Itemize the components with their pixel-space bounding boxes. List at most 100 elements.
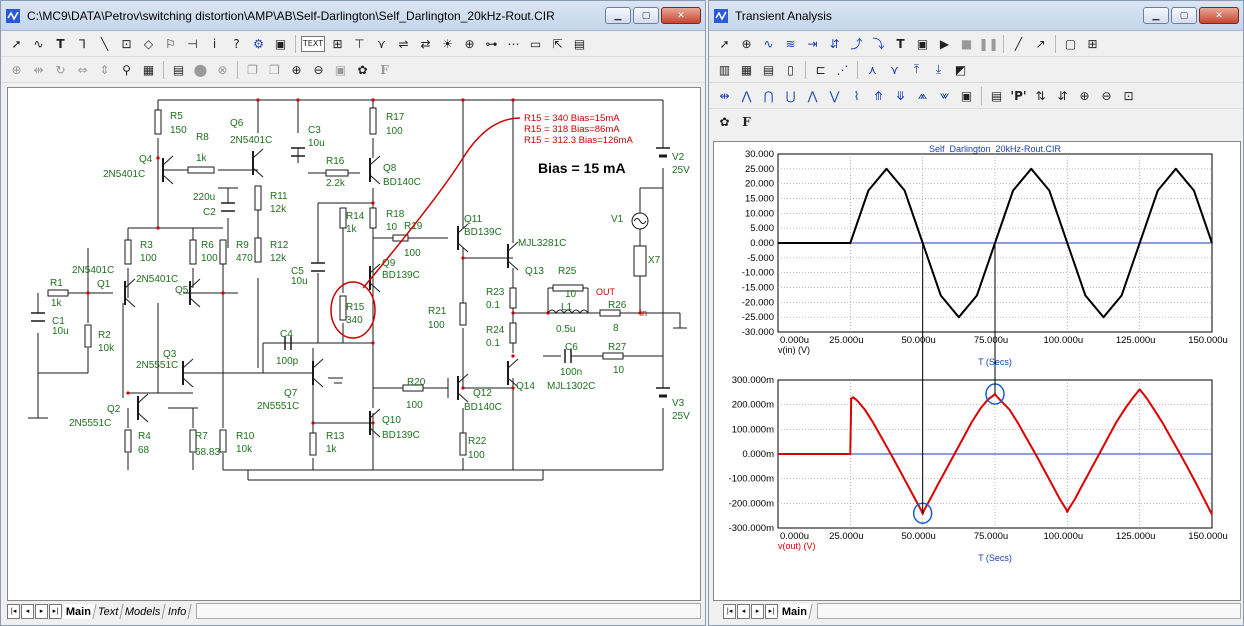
grid-major-icon[interactable]: ▤ bbox=[762, 62, 775, 77]
pause-icon[interactable]: ❚❚ bbox=[978, 36, 999, 51]
grid-minor-icon[interactable]: ▦ bbox=[740, 62, 753, 77]
next-page-icon[interactable]: ▸ bbox=[35, 603, 48, 619]
numeric-output-icon[interactable]: ▤ bbox=[990, 88, 1003, 103]
find-icon[interactable]: ⚲ bbox=[122, 62, 131, 77]
properties-icon[interactable]: ▤ bbox=[573, 36, 586, 51]
grid-none-icon[interactable]: ▯ bbox=[787, 62, 794, 77]
font-icon[interactable]: F bbox=[742, 115, 751, 129]
tab-main[interactable]: Main bbox=[777, 603, 813, 619]
low-icon[interactable]: ⤓ bbox=[935, 62, 942, 76]
mirror-icon[interactable]: ⇹ bbox=[33, 62, 44, 77]
cursor-mode-icon[interactable]: ∿ bbox=[763, 36, 774, 51]
text-mode-icon[interactable]: T bbox=[896, 36, 905, 51]
stepping-icon[interactable]: ▦ bbox=[142, 62, 155, 77]
close-button[interactable]: ✕ bbox=[1199, 7, 1239, 24]
next-page-icon[interactable]: ▸ bbox=[751, 603, 764, 619]
last-page-icon[interactable]: ▸| bbox=[765, 603, 778, 619]
current-icon[interactable]: ⇌ bbox=[398, 36, 409, 51]
move-icon[interactable]: ⊕ bbox=[11, 62, 22, 77]
tab-info[interactable]: Info bbox=[163, 603, 192, 619]
global-low-icon[interactable]: ⤋ bbox=[895, 88, 906, 103]
first-page-icon[interactable]: |◂ bbox=[723, 603, 736, 619]
axis-icon[interactable]: ⊏ bbox=[815, 62, 826, 77]
next-point-icon[interactable]: ⇹ bbox=[719, 88, 730, 103]
schematic-window[interactable]: C:\MC9\DATA\Petrov\switching distortion\… bbox=[0, 0, 706, 626]
line-icon[interactable]: ╱ bbox=[1014, 36, 1023, 51]
inflection-icon[interactable]: ⌇ bbox=[853, 88, 860, 103]
wire-mode-icon[interactable]: ∿ bbox=[33, 36, 44, 51]
transient-window[interactable]: Transient Analysis ▁ ▢ ✕ ➚ ⊕ ∿ ≋ ⇥ ⇵ ⤴ ⤵… bbox=[708, 0, 1244, 626]
zoom-in-icon[interactable]: ⊕ bbox=[1079, 88, 1090, 103]
zoom-fit-icon[interactable]: ⊡ bbox=[1123, 88, 1134, 103]
schematic-titlebar[interactable]: C:\MC9\DATA\Petrov\switching distortion\… bbox=[1, 1, 705, 31]
zoom-out-icon[interactable]: ⊖ bbox=[1101, 88, 1112, 103]
run-icon[interactable]: ▶ bbox=[939, 36, 950, 51]
attribute-icon[interactable]: ⊞ bbox=[332, 36, 343, 51]
maximize-button[interactable]: ▢ bbox=[633, 7, 659, 24]
x-cursor-icon[interactable]: ⇅ bbox=[1035, 88, 1046, 103]
minimize-button[interactable]: ▁ bbox=[1143, 7, 1169, 24]
bus-icon[interactable]: ⊡ bbox=[121, 36, 132, 51]
high-find-icon[interactable]: ⋀ bbox=[807, 88, 818, 103]
node-voltage-icon[interactable]: ⋎ bbox=[377, 36, 386, 51]
stop-icon[interactable]: ■ bbox=[960, 36, 973, 51]
cursor-settings-icon[interactable]: ▣ bbox=[960, 88, 973, 103]
text-toggle-icon[interactable]: TEXT bbox=[301, 35, 325, 52]
page-icon[interactable]: ❐ bbox=[247, 62, 258, 77]
grid-icon[interactable]: ⊞ bbox=[1087, 36, 1098, 51]
flip-x-icon[interactable]: ⇔ bbox=[77, 62, 88, 77]
text-mode-icon[interactable]: T bbox=[56, 36, 65, 51]
properties-icon[interactable]: ▣ bbox=[916, 36, 929, 51]
last-page-icon[interactable]: ▸| bbox=[49, 603, 62, 619]
valley-find-icon[interactable]: ⋃ bbox=[785, 88, 796, 103]
flag-icon[interactable]: ⚐ bbox=[165, 36, 176, 51]
next-interp-icon[interactable]: ⋀ bbox=[741, 88, 752, 103]
point-to-end-icon[interactable]: ▣ bbox=[274, 36, 287, 51]
arrow-icon[interactable]: ↗ bbox=[1035, 36, 1046, 51]
peak-icon[interactable]: ⋏ bbox=[868, 62, 877, 77]
select-mode-icon[interactable]: ➚ bbox=[11, 36, 22, 51]
palette-icon[interactable]: ✿ bbox=[357, 62, 368, 77]
title-icon[interactable]: ⇱ bbox=[552, 36, 563, 51]
high-icon[interactable]: ⤒ bbox=[913, 62, 920, 76]
bottom-icon[interactable]: ⩖ bbox=[939, 88, 950, 102]
pin-icon[interactable]: ⊣ bbox=[187, 36, 198, 51]
performance-tag-icon[interactable]: ⤴ bbox=[850, 37, 863, 51]
grid-icon[interactable]: ⋯ bbox=[507, 36, 520, 51]
close-button[interactable]: ✕ bbox=[661, 7, 701, 24]
cancel-icon[interactable]: ⊗ bbox=[217, 62, 228, 77]
horizontal-scrollbar[interactable] bbox=[196, 603, 701, 619]
low-find-icon[interactable]: ⋁ bbox=[829, 88, 840, 103]
y-cursor-icon[interactable]: ⇵ bbox=[1057, 88, 1068, 103]
top-icon[interactable]: ⩕ bbox=[917, 88, 928, 102]
pin-connections-icon[interactable]: ⊕ bbox=[464, 36, 475, 51]
horizontal-scrollbar[interactable] bbox=[817, 603, 1241, 619]
stop-icon[interactable]: ⬤ bbox=[193, 62, 208, 77]
prev-page-icon[interactable]: ◂ bbox=[737, 603, 750, 619]
chart-icon[interactable]: ◩ bbox=[954, 62, 967, 77]
power-icon[interactable]: ⇄ bbox=[420, 36, 431, 51]
orthogonal-wire-icon[interactable]: ⅂ bbox=[79, 36, 86, 51]
global-high-icon[interactable]: ⤊ bbox=[873, 88, 884, 103]
graphics-icon[interactable]: ◇ bbox=[143, 36, 154, 51]
print-icon[interactable]: ▣ bbox=[334, 62, 347, 77]
minimize-button[interactable]: ▁ bbox=[605, 7, 631, 24]
tab-main[interactable]: Main bbox=[61, 603, 97, 619]
first-page-icon[interactable]: |◂ bbox=[7, 603, 20, 619]
page2-icon[interactable]: ❒ bbox=[269, 62, 280, 77]
cross-hair-icon[interactable]: ⊶ bbox=[485, 36, 498, 51]
node-numbers-icon[interactable]: ⊤ bbox=[354, 36, 365, 51]
comment-icon[interactable]: ▤ bbox=[172, 62, 185, 77]
border-icon[interactable]: ▭ bbox=[529, 36, 542, 51]
peak-find-icon[interactable]: ⋂ bbox=[763, 88, 774, 103]
p-key-icon[interactable]: 'P' bbox=[1010, 88, 1027, 103]
tokens-icon[interactable]: ⋰ bbox=[836, 62, 849, 77]
select-mode-icon[interactable]: ➚ bbox=[719, 36, 730, 51]
flip-y-icon[interactable]: ⇕ bbox=[99, 62, 110, 77]
condition-icon[interactable]: ☀ bbox=[442, 36, 453, 51]
tab-text[interactable]: Text bbox=[93, 603, 125, 619]
zoom-in-icon[interactable]: ⊕ bbox=[291, 62, 302, 77]
zoom-out-icon[interactable]: ⊖ bbox=[313, 62, 324, 77]
